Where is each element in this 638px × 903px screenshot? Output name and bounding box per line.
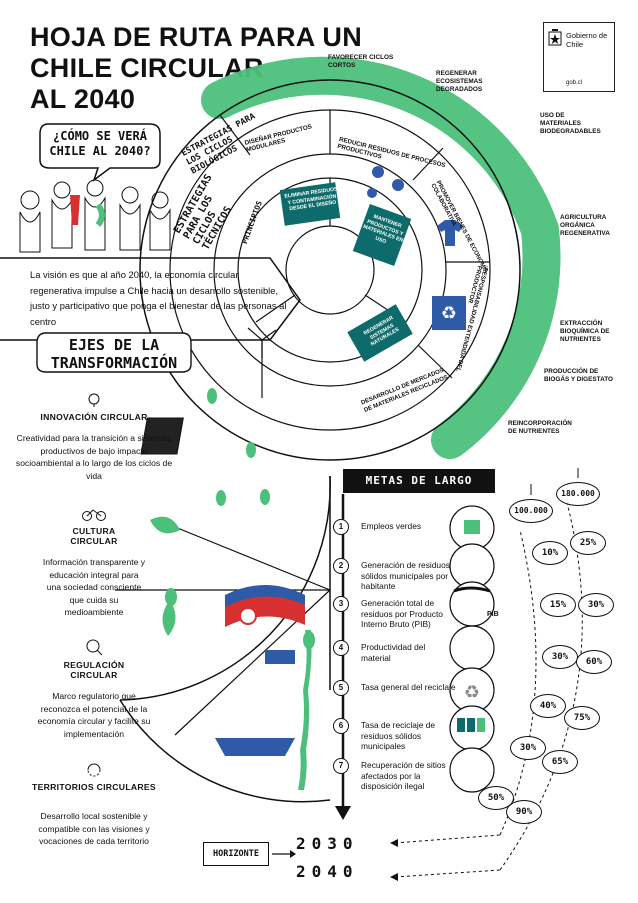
axis-innovacion: INNOVACIÓN CIRCULAR Creatividad para la … [14,392,174,482]
goal-6-2040: 65% [542,750,578,774]
ring-label-principios: PRINCIPIOS [240,199,264,246]
goal-5-2040: 75% [564,706,600,730]
principle-label-1: ELIMINAR RESIDUOS Y CONTAMINACIÓN DESDE … [284,186,339,213]
chile-flag [225,585,305,627]
principle-label-3: REGENERAR SISTEMAS NATURALES [362,315,401,348]
lightbulb-icon [88,393,100,407]
bio-label-7: REINCORPORACIÓN DE NUTRIENTES [508,420,572,435]
pib-label: PIB [487,611,499,618]
bio-label-1: FAVORECER CICLOS CORTOS [328,54,394,69]
chile-map [298,630,312,790]
bio-label-4: AGRICULTURA ORGÁNICA REGENERATIVA [560,214,610,237]
axis-regulacion: REGULACIÓN CIRCULAR Marco regulatorio qu… [14,638,174,740]
bio-label-6: PRODUCCIÓN DE BIOGÁS Y DIGESTATO [544,368,614,383]
segment-label-2: REDUCIR RESIDUOS DE PROCESOS PRODUCTIVOS [336,136,447,170]
axis-territorios: TERRITORIOS CIRCULARES Desarrollo local … [14,762,174,848]
goal-1-2040: 180.000 [556,482,600,506]
svg-text:♻: ♻ [441,303,457,324]
arrow-right-icon [272,850,296,858]
metas-title-bar: METAS DE LARGO PLAZO [343,469,495,511]
year-2030: 2030 [296,834,359,853]
goal-3-2040: 30% [578,593,614,617]
page-title: HOJA DE RUTA PARA UN CHILE CIRCULAR AL 2… [30,22,363,114]
goal-1-2030: 100.000 [509,499,553,523]
goal-3-2030: 15% [540,593,576,617]
goal-2-2030: 10% [532,541,568,565]
question-bubble: ¿CÓMO SE VERÁ CHILE AL 2040? [38,120,162,182]
vision-statement: La visión es que al año 2040, la economí… [30,269,287,327]
bio-label-5: EXTRACCIÓN BIOQUÍMICA DE NUTRIENTES [560,320,610,343]
goal-6-2030: 30% [510,736,546,760]
chile-emblem-icon [548,29,562,46]
svg-text:♻: ♻ [464,682,480,703]
cycle-arrows-icon [87,763,101,777]
magnifier-icon [86,639,103,656]
ejes-bubble-shape [36,332,192,373]
goal-4-2030: 30% [542,645,578,669]
goal-5-2030: 40% [530,694,566,718]
gobierno-logo: Gobierno de Chile gob.cl [543,22,615,92]
segment-label-4: RESPONSABILIDAD EXTENDIDA DEL PRODUCTOR [454,264,488,373]
year-2040: 2040 [296,862,359,881]
bio-label-3: USO DE MATERIALES BIODEGRADABLES [540,112,601,135]
goal-2-2040: 25% [570,531,606,555]
axis-cultura: CULTURA CIRCULAR Información transparent… [14,508,174,619]
horizonte-label: HORIZONTE [203,842,269,866]
goal-7-2040: 90% [506,800,542,824]
principle-label-2: MANTENER PRODUCTOS Y MATERIALES EN USO [362,213,405,245]
ejes-title: EJES DE LA TRANSFORMACIÓN [34,330,194,378]
goal-4-2040: 60% [576,650,612,674]
bicycle-icon [82,509,106,521]
segment-label-5: DESARROLLO DE MERCADOS DE MATERIALES REC… [360,367,449,414]
bio-label-2: REGENERAR ECOSISTEMAS DEGRADADOS [436,70,483,93]
